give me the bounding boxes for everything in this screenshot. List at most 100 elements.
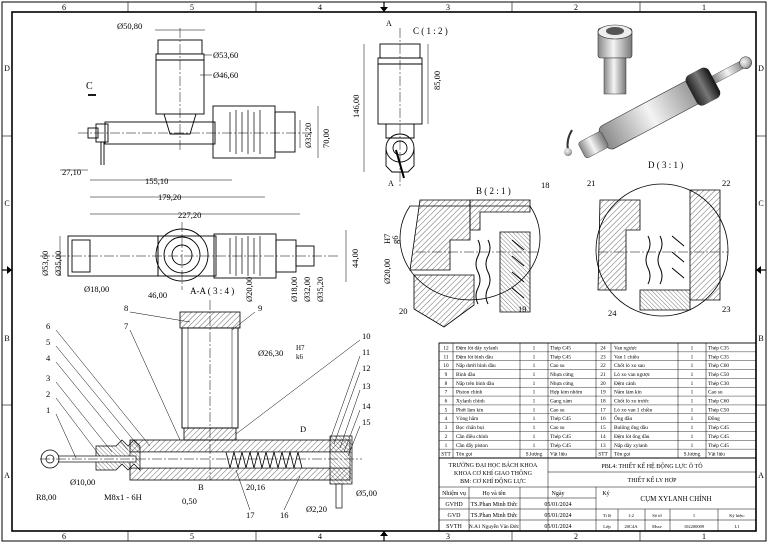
bom-cell-9-4: 15 [600,425,606,431]
detail-b-title: B ( 2 : 1 ) [476,186,511,196]
bom-cell-8-7: Đồng [708,415,720,422]
bom-cell-5-6: 1 [691,390,694,396]
bom-cell-10-0: 2 [445,434,448,440]
bom-cell-3-4: 21 [600,372,606,378]
bom-cell-10-7: Thép C45 [708,434,729,440]
bom-cell-3-5: Lò xo van ngược [614,372,651,378]
bom-cell-2-2: 1 [533,363,536,369]
bom-cell-0-6: 1 [691,345,694,351]
bom-header-12-1: Tên gọi [456,452,473,458]
grid-bottom-0: Lớp [603,524,611,529]
person-name-3: N.A1 Nguyễn Văn Đức [469,523,520,530]
bom-cell-11-3: Thép C45 [550,443,571,449]
balloon-15: 15 [362,417,371,427]
detail-d-label-24: 24 [608,308,617,318]
bom-cell-4-7: Thép C30 [708,381,729,387]
zone-col-5-bottom: 5 [190,532,194,541]
bom-cell-10-2: 1 [533,434,536,440]
detail-d-label-22: 22 [722,178,731,188]
balloon-12: 12 [362,363,371,373]
bom-cell-10-5: Đệm lót ống dầu [614,433,650,440]
bom-cell-10-6: 1 [691,434,694,440]
zone-row-b: B [4,334,9,343]
dim-d50-80: Ø50,80 [117,21,142,31]
bom-cell-4-5: Đệm cánh [614,381,636,387]
detail-b-label-18: 18 [541,180,550,190]
grid-bottom-2: Mssv [652,524,663,529]
dim-d10: Ø10,00 [70,477,95,487]
bom-cell-1-3: Thép C45 [550,354,571,360]
dim-d53-60-side: Ø53,60 [40,251,50,276]
title-block: TRƯỜNG ĐẠI HỌC BÁCH KHOA KHOA CƠ KHÍ GIA… [438,457,757,532]
bom-cell-8-4: 16 [600,416,606,422]
dim-85: 85,00 [432,71,442,90]
bom-header-12-6: S.lượng [684,452,701,458]
zone-row-a-right: A [758,471,764,480]
fit-g6: g6 [390,236,400,245]
col-sign: Ký [602,491,609,497]
bom-header-12-7: Vật liệu [708,452,725,458]
isometric-render [564,24,752,159]
dim-d26-30: Ø26,30 [258,348,283,358]
front-view [78,28,312,165]
view-c [363,28,429,188]
bom-cell-1-2: 1 [533,354,536,360]
bom-cell-9-0: 3 [445,425,448,431]
bom-cell-4-3: Nhựa cứng [550,381,574,387]
dim-179-20: 179,20 [158,192,181,202]
dim-46: 46,00 [148,290,167,300]
dim-d20-fit: Ø20,00 [382,259,392,284]
bom-cell-0-0: 12 [443,345,449,351]
balloon-6: 6 [46,321,50,331]
bom-cell-9-3: Cao su [550,425,565,431]
bom-cell-9-5: Bulông ống dầu [614,424,648,431]
school-line-2: KHOA CƠ KHÍ GIAO THÔNG [454,469,533,477]
zone-col-3: 3 [446,3,450,12]
zone-row-a: A [4,471,10,480]
bom-cell-10-1: Cần điều chỉnh [456,433,488,440]
balloon-9: 9 [258,303,262,313]
bom-cell-9-6: 1 [691,425,694,431]
bom-cell-6-7: Thép C60 [708,399,729,405]
dim-d35-20-b: Ø35,20 [315,277,325,302]
bom-cell-1-7: Thép C35 [708,354,729,360]
bom-header-12-0: STT [441,452,451,458]
school-line-1: TRƯỜNG ĐẠI HỌC BÁCH KHOA [449,461,538,469]
balloon-leaders [55,311,361,511]
bom-cell-3-6: 1 [691,372,694,378]
bom-cell-7-7: Thép C50 [708,407,729,413]
person-date-1: 05/01/2024 [544,502,571,508]
zone-col-1: 1 [702,3,706,12]
bom-cell-2-1: Nắp dưới bình dầu [456,362,496,369]
bom-header-12-5: Tên gọi [614,452,631,458]
balloon-13: 13 [362,381,371,391]
marker-d: D [300,424,306,434]
bom-cell-4-1: Nắp trên bình dầu [456,380,494,387]
person-name-2: TS.Phan Minh Đức [471,513,518,519]
balloon-4: 4 [46,353,51,363]
balloon-8: 8 [124,303,128,313]
bom-cell-5-0: 7 [445,390,448,396]
detail-d-title: D ( 3 : 1 ) [648,160,683,170]
bom-cell-4-2: 1 [533,381,536,387]
bom-cell-0-4: 24 [600,345,606,351]
dim-d18: Ø18,00 [84,284,109,294]
detail-b-label-19: 19 [518,304,527,314]
bom-cell-0-7: Thép C35 [708,345,729,351]
balloon-5: 5 [46,337,50,347]
bom-cell-11-4: 13 [600,443,606,449]
zone-col-2: 2 [574,3,578,12]
zone-row-d: D [4,64,10,73]
grid-top-3: 1 [693,513,695,518]
balloon-3: 3 [46,373,50,383]
zone-col-2-bottom: 2 [574,532,578,541]
dim-44: 44,00 [350,249,360,268]
balloon-16: 16 [280,510,289,520]
subject-title: THIẾT KẾ LY HỢP [628,476,678,484]
bom-cell-0-2: 1 [533,345,536,351]
bom-cell-10-4: 14 [600,434,606,440]
person-date-2: 05/01/2024 [544,513,571,519]
bom-cell-8-5: Ống dầu [614,414,632,422]
bom-cell-8-1: Vòng hãm [456,416,479,422]
bom-cell-3-1: Bình dầu [456,371,476,378]
